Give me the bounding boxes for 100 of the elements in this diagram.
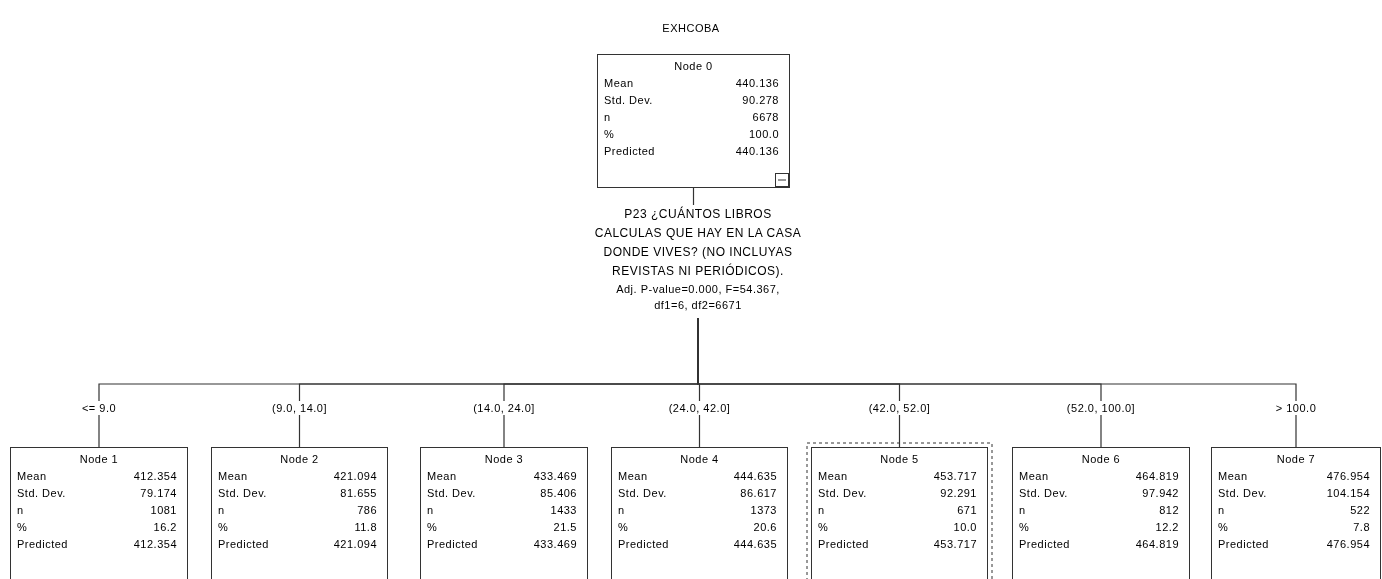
stat-value: 104.154 [1326,486,1371,501]
edge-label: (24.0, 42.0] [666,401,733,415]
stat-value: 12.2 [1155,520,1180,535]
stat-value: 21.5 [553,520,578,535]
stat-value: 440.136 [735,144,780,159]
stat-value: 11.8 [354,520,378,535]
stat-value: 476.954 [1326,537,1371,552]
stat-label: Std. Dev. [818,486,867,501]
split-statistics: Adj. P-value=0.000, F=54.367, df1=6, df2=6671 [615,282,781,313]
stat-value: 440.136 [735,76,780,91]
stat-value: 85.406 [540,486,578,501]
stat-value: 16.2 [153,520,178,535]
stat-label: n [618,503,625,518]
stat-label: Mean [604,76,634,91]
tree-node-box [10,447,188,579]
stat-label: n [1019,503,1026,518]
stat-label: Std. Dev. [618,486,667,501]
stat-value: 81.655 [340,486,378,501]
stat-label: Mean [818,469,848,484]
stat-label: % [604,127,615,142]
node-title: Node 7 [1275,452,1317,467]
stat-label: Predicted [218,537,269,552]
stat-label: Mean [17,469,47,484]
stat-label: Mean [1218,469,1248,484]
stat-value: 433.469 [533,537,578,552]
tree-node-box [597,54,790,188]
stat-value: 86.617 [740,486,778,501]
stat-value: 421.094 [333,469,378,484]
stat-label: Predicted [818,537,869,552]
stat-value: 453.717 [933,469,978,484]
stat-label: Predicted [618,537,669,552]
tree-node-box [420,447,588,579]
stat-value: 79.174 [140,486,178,501]
edge-label: <= 9.0 [79,401,119,415]
tree-node-box [611,447,788,579]
stat-label: Std. Dev. [427,486,476,501]
stat-label: % [218,520,229,535]
stat-label: Predicted [1019,537,1070,552]
stat-value: 464.819 [1135,537,1180,552]
stat-label: n [17,503,24,518]
stat-label: % [818,520,829,535]
split-question: P23 ¿CUÁNTOS LIBROS CALCULAS QUE HAY EN LA CASA DONDE VIVES? (NO INCLUYAS REVISTAS NI PERIÓDICOS). [593,205,803,280]
stat-label: Mean [1019,469,1049,484]
node-title: Node 0 [673,59,714,74]
stat-value: 7.8 [1353,520,1371,535]
stat-label: n [604,110,611,125]
stat-value: 812 [1159,503,1180,518]
edge-label: (9.0, 14.0] [270,401,329,415]
stat-value: 522 [1350,503,1371,518]
connector-line [697,317,1297,448]
stat-value: 453.717 [933,537,978,552]
stat-value: 90.278 [742,93,780,108]
stat-value: 10.0 [953,520,978,535]
diagram-title: EXHCOBA [661,21,721,36]
stat-label: Predicted [17,537,68,552]
stat-label: n [218,503,225,518]
stat-label: Std. Dev. [1218,486,1267,501]
node-title: Node 4 [679,452,720,467]
tree-node-box [1211,447,1381,579]
stat-value: 6678 [752,110,780,125]
stat-label: n [818,503,825,518]
stat-value: 1081 [150,503,178,518]
node-title: Node 1 [78,452,120,467]
stat-value: 421.094 [333,537,378,552]
stat-label: n [1218,503,1225,518]
edge-label: (42.0, 52.0] [866,401,933,415]
stat-label: Mean [618,469,648,484]
stat-label: % [17,520,28,535]
stat-label: Std. Dev. [218,486,267,501]
tree-node-box [1012,447,1190,579]
edge-label: > 100.0 [1273,401,1319,415]
stat-value: 671 [957,503,978,518]
stat-label: Predicted [604,144,655,159]
stat-value: 476.954 [1326,469,1371,484]
stat-label: % [1019,520,1030,535]
stat-label: % [1218,520,1229,535]
stat-value: 1433 [550,503,578,518]
stat-value: 97.942 [1142,486,1180,501]
stat-label: Predicted [1218,537,1269,552]
stat-value: 433.469 [533,469,578,484]
stat-value: 412.354 [133,537,178,552]
stat-value: 92.291 [940,486,978,501]
tree-node-box [211,447,388,579]
stat-value: 786 [357,503,378,518]
stat-label: Std. Dev. [604,93,653,108]
stat-label: Predicted [427,537,478,552]
node-title: Node 6 [1080,452,1122,467]
stat-value: 20.6 [753,520,778,535]
edge-label: (14.0, 24.0] [471,401,537,415]
stat-label: % [618,520,629,535]
stat-value: 100.0 [748,127,780,142]
stat-label: Std. Dev. [17,486,66,501]
stat-label: Std. Dev. [1019,486,1068,501]
stat-value: 412.354 [133,469,178,484]
stat-value: 1373 [750,503,778,518]
node-title: Node 2 [279,452,320,467]
stat-label: Mean [218,469,248,484]
node-title: Node 3 [483,452,525,467]
stat-label: Mean [427,469,457,484]
stat-label: n [427,503,434,518]
